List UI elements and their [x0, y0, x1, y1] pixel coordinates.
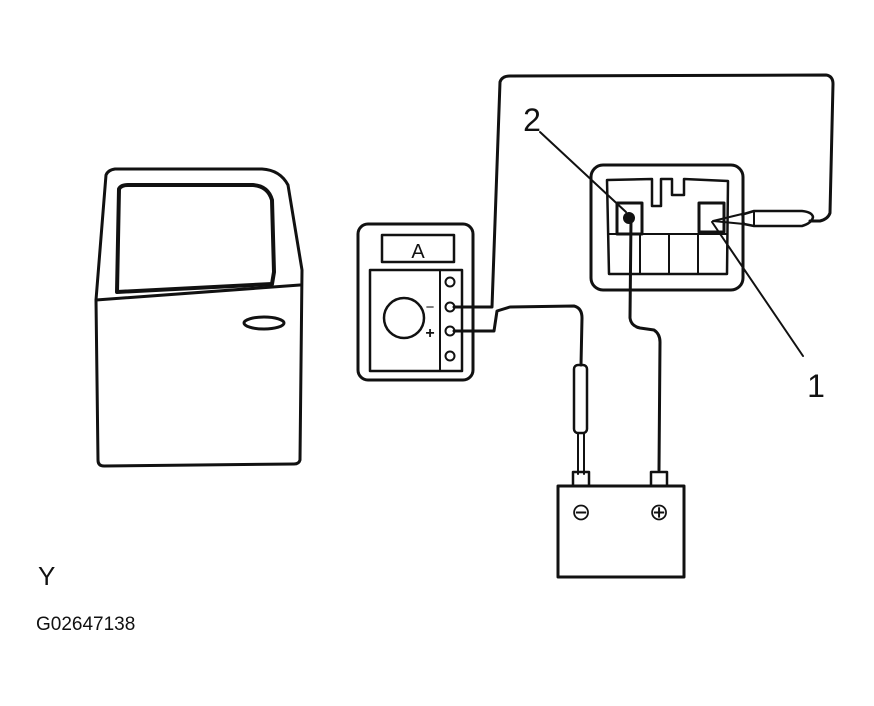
connector-terminal-2-contact: [623, 212, 635, 224]
ammeter: A − +: [356, 222, 475, 382]
callout-2-leader: [539, 131, 627, 213]
battery: ⊖ ⊕: [556, 470, 686, 579]
door-handle: [242, 315, 286, 331]
probe-connector-side: [712, 209, 815, 228]
door-window: [115, 183, 276, 294]
ammeter-minus-label: −: [426, 299, 435, 316]
figure-code: G02647138: [36, 614, 135, 635]
connector: [589, 163, 745, 292]
battery-positive-symbol: ⊕: [649, 499, 669, 526]
ammeter-jack-top: [444, 276, 456, 288]
ammeter-unit-label: A: [411, 241, 425, 263]
door-belt-line: [94, 283, 302, 302]
ammeter-display: [380, 233, 456, 264]
probe-battery-side: [572, 363, 589, 475]
connector-terminal-1: [697, 201, 726, 234]
battery-negative-post: [571, 470, 591, 488]
test-leads: [452, 73, 835, 472]
ammeter-dial: [382, 296, 426, 340]
ammeter-jack-bottom: [444, 350, 456, 362]
callout-2-label: 2: [523, 102, 541, 138]
lead-plus-to-battery-neg: [452, 304, 584, 367]
lead-minus-to-connector: [452, 73, 835, 309]
view-label: Y: [38, 561, 55, 591]
door: [94, 167, 304, 468]
ammeter-body-panel: [368, 268, 464, 373]
lead-connector-to-battery-pos: [628, 218, 662, 472]
ammeter-plus-label: +: [425, 325, 434, 342]
callouts: 2 1: [523, 102, 825, 404]
callout-1-label: 1: [807, 368, 825, 404]
connector-terminal-2: [615, 201, 644, 236]
callout-1-leader: [711, 221, 804, 357]
battery-positive-post: [649, 470, 669, 488]
battery-negative-symbol: ⊖: [571, 499, 591, 526]
